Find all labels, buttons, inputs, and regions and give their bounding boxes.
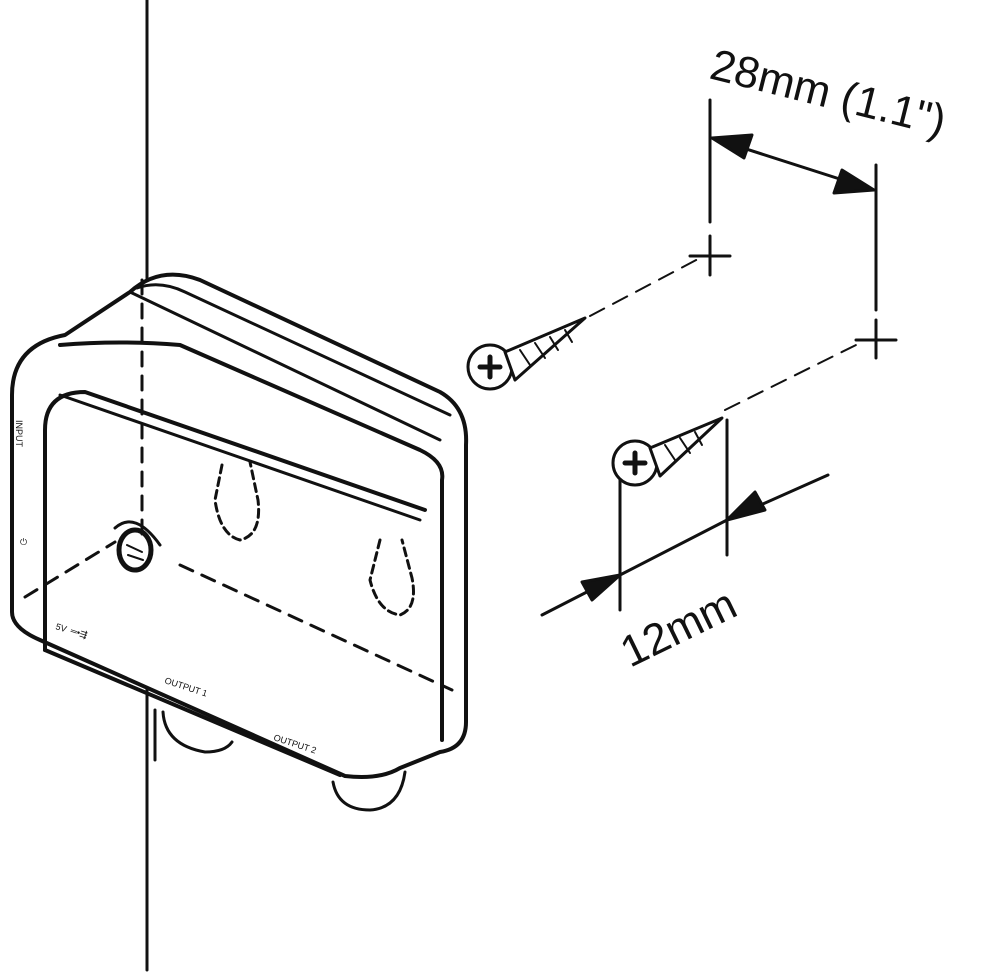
screw-alignment-lines bbox=[589, 257, 863, 411]
screw-icon bbox=[611, 416, 724, 487]
screw-length-label: 12mm bbox=[613, 579, 744, 677]
keyhole-icon bbox=[213, 460, 415, 617]
device-box bbox=[10, 272, 469, 779]
power-symbol-icon: ⏻ bbox=[20, 537, 27, 547]
output-1-connector bbox=[161, 710, 234, 754]
input-label: INPUT bbox=[14, 420, 24, 448]
output-2-connector bbox=[331, 770, 407, 812]
hole-marks bbox=[688, 234, 898, 360]
screw-icon bbox=[466, 316, 587, 391]
knob-icon bbox=[113, 520, 162, 573]
hole-spacing-label: 28mm (1.1") bbox=[706, 40, 951, 146]
hidden-lines bbox=[23, 278, 454, 692]
dimension-12mm bbox=[540, 418, 830, 617]
dimension-28mm bbox=[708, 98, 878, 312]
power-label: 5V bbox=[54, 621, 68, 634]
